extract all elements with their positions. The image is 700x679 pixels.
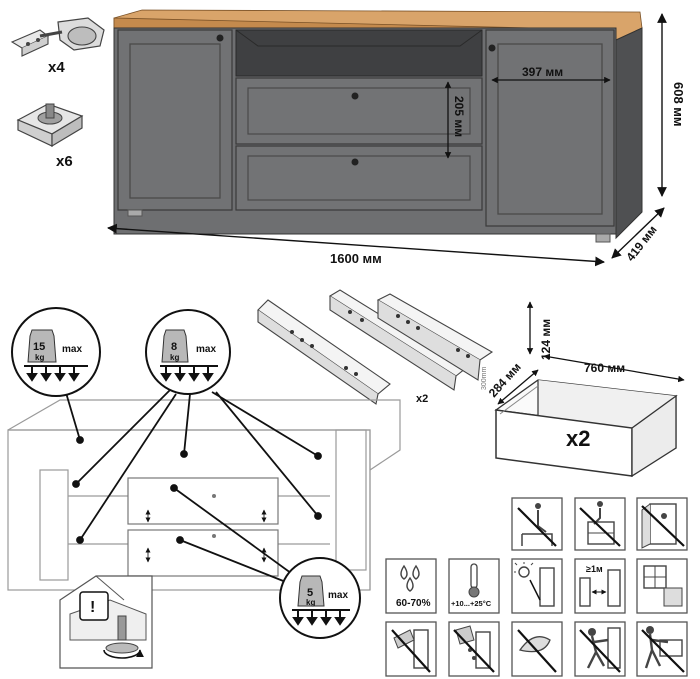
tv-cabinet — [113, 9, 643, 243]
no-liquid-spill-icon — [448, 621, 500, 677]
load-badge-top: 15 kg max — [11, 307, 101, 397]
rail-length-label: 300mm — [481, 366, 488, 390]
cabinet-side-panel — [615, 27, 643, 240]
height-label: 608 мм — [671, 82, 686, 127]
no-pushing-icon — [574, 621, 626, 677]
dimension-lines — [107, 13, 667, 267]
distance-label: ≥1м — [586, 564, 603, 574]
open-niche — [235, 29, 483, 77]
no-abrasive-cleaning-icon — [511, 621, 563, 677]
left-door — [117, 29, 233, 211]
box-width-label: 760 мм — [584, 361, 625, 375]
box-quantity: x2 — [566, 426, 590, 451]
rails-quantity: x2 — [416, 393, 428, 405]
no-climbing-on-drawer-icon — [574, 497, 626, 551]
box-width-dimension — [543, 353, 685, 383]
foot-quantity: x6 — [56, 153, 73, 170]
left-door-knob — [216, 34, 224, 42]
svg-text:!: ! — [90, 599, 95, 616]
leveling-foot-illustration — [16, 103, 84, 148]
load-leader-lines — [63, 385, 322, 591]
humidity-label: 60-70% — [396, 598, 431, 609]
humidity-icon: 60-70% — [385, 558, 437, 614]
top-weight-unit: kg — [35, 353, 44, 362]
load-badge-drawers: 5 kg max — [279, 557, 361, 639]
lower-drawer — [235, 145, 483, 211]
avoid-sunlight-icon — [511, 558, 563, 614]
no-heavy-impact-icon — [385, 621, 437, 677]
shelves-weight: 8 — [171, 341, 177, 353]
distance-from-heater-icon: ≥1м — [574, 558, 626, 614]
box-depth-dimension — [497, 369, 539, 405]
hinge-quantity: x4 — [48, 59, 65, 76]
opening-width-label: 397 мм — [522, 65, 563, 79]
leveling-detail-inset: ! — [59, 575, 153, 669]
window-protection-icon — [636, 558, 688, 614]
drawer-rails-illustration — [257, 289, 494, 405]
top-weight: 15 — [33, 341, 45, 353]
upper-drawer — [235, 77, 483, 145]
warning-icon — [79, 591, 109, 621]
width-label: 1600 мм — [330, 251, 382, 266]
care-icons-grid: 60-70% +10...+25°C ≥1м — [385, 497, 688, 677]
temperature-label: +10...+25°C — [451, 599, 492, 608]
shelves-max: max — [196, 344, 216, 355]
top-max: max — [62, 344, 82, 355]
two-person-carry-icon — [636, 621, 688, 677]
drawers-max: max — [328, 590, 348, 601]
drawer-height-label: 205 мм — [452, 96, 466, 137]
drawers-weight-unit: kg — [306, 598, 315, 607]
shelves-weight-unit: kg — [170, 353, 179, 362]
load-badge-shelves: 8 kg max — [145, 309, 231, 395]
load-diagram-cabinet — [7, 399, 401, 591]
box-height-label: 124 мм — [539, 319, 553, 360]
no-hanging-on-door-icon — [636, 497, 688, 551]
temperature-icon: +10...+25°C — [448, 558, 500, 614]
drawer-box-illustration — [494, 379, 678, 478]
hinge-illustration — [10, 17, 105, 57]
right-door — [485, 29, 615, 227]
no-sitting-on-furniture-icon — [511, 497, 563, 551]
drawers-weight: 5 — [307, 587, 313, 599]
